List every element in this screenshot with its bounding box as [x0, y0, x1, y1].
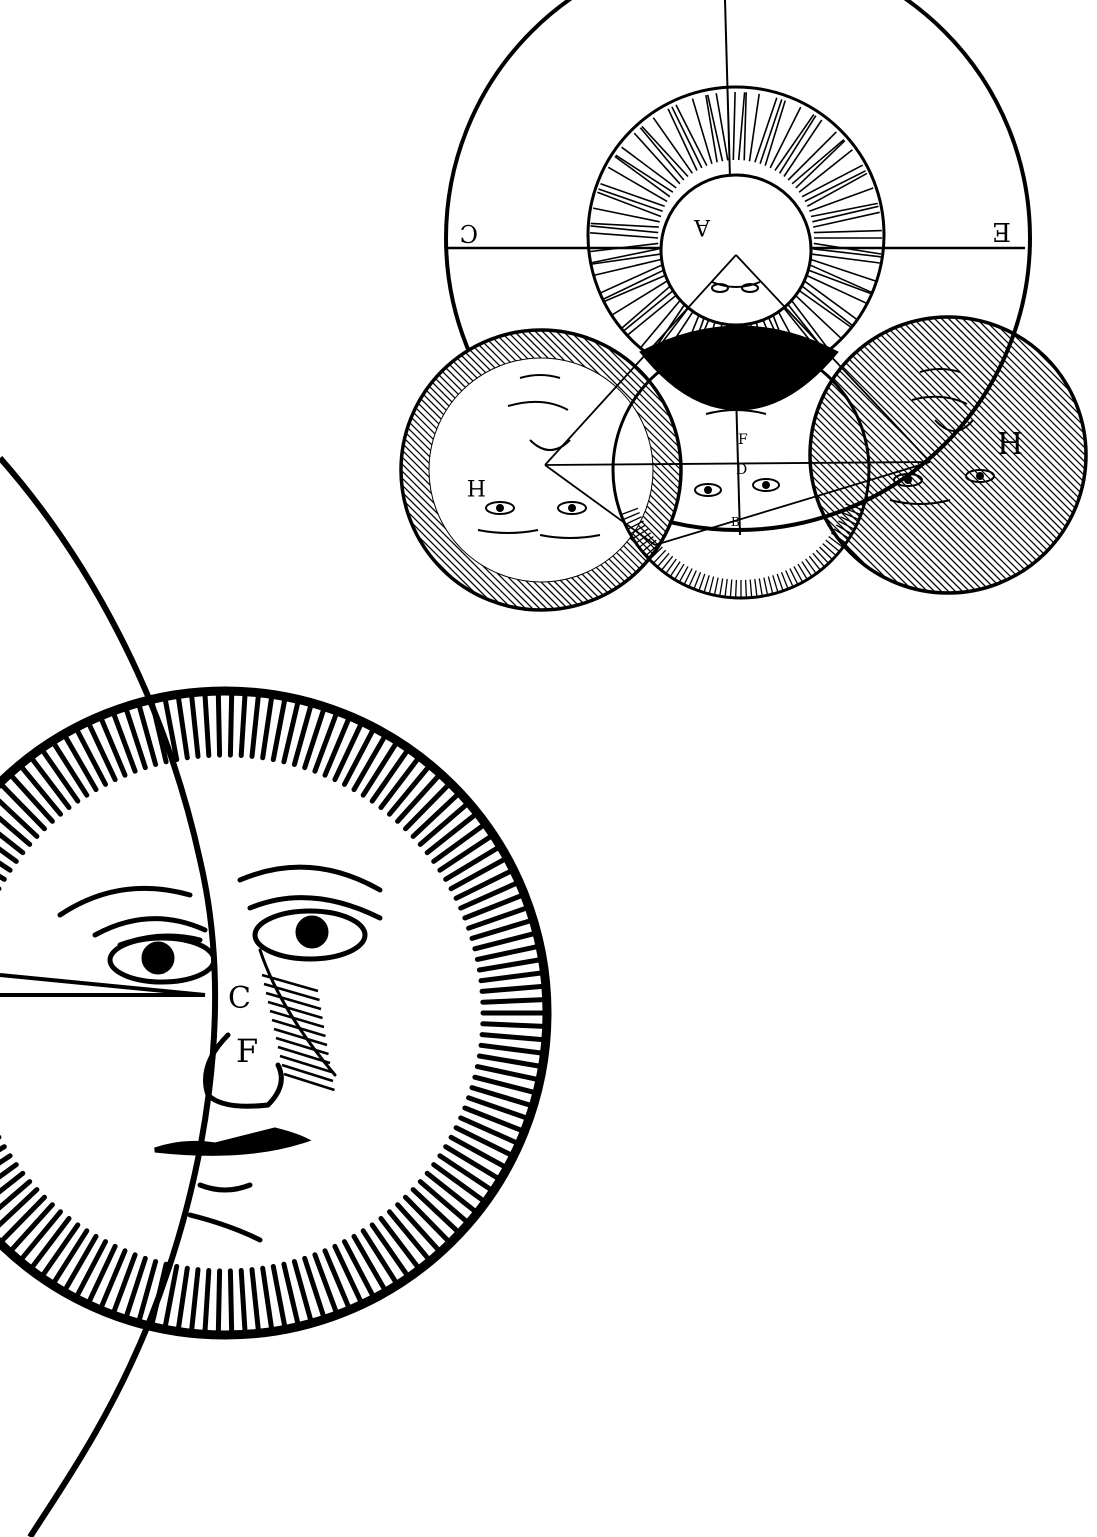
label-f-nose: F — [236, 1032, 258, 1070]
moon-center-hatch — [816, 550, 828, 563]
moon-center-hatch — [670, 562, 680, 577]
label-b-center: B — [731, 515, 740, 529]
moon-center-hatch — [802, 562, 812, 577]
sun-ray — [755, 98, 777, 163]
moon-center-hatch — [657, 553, 669, 567]
sun-ray — [616, 155, 673, 192]
label-e-right: E — [992, 216, 1011, 246]
sun-ray — [640, 128, 683, 180]
moon-center-hatch — [820, 547, 833, 560]
label-c-left: C — [460, 219, 478, 247]
moon-center-hatch — [730, 580, 732, 598]
moon-left — [121, 330, 954, 610]
moon-left-hatch — [156, 330, 436, 610]
moon-center-hatch — [720, 579, 723, 597]
sun-ray — [799, 284, 853, 326]
moon-center-hatch — [764, 578, 768, 596]
moon-left-hatch — [149, 330, 429, 610]
moon-center-hatch — [750, 580, 752, 598]
moon-center-hatch — [813, 553, 825, 567]
eclipse-shadow — [640, 326, 838, 410]
moon-center-hatch — [759, 579, 762, 597]
moon-center-hatch — [725, 579, 727, 597]
sun-ray — [593, 208, 660, 222]
moon-left-hatch — [128, 330, 408, 610]
sun-ray — [590, 233, 658, 238]
moon-center-hatch — [662, 556, 673, 570]
sun-ray — [597, 192, 661, 216]
sun-inner-disc — [661, 175, 811, 325]
moon-center-hatch — [773, 575, 778, 592]
sun-ray — [805, 171, 866, 202]
moon-center-hatch — [746, 580, 747, 598]
moon-center-hatch — [699, 574, 705, 591]
moon-right-hatch — [821, 317, 1097, 593]
moon-right-hatch — [1052, 317, 1097, 593]
moon-center-hatch — [768, 577, 772, 595]
label-h-left: H — [467, 474, 486, 499]
sun-ray — [733, 92, 735, 160]
moon-right-hatch — [1080, 317, 1097, 593]
sun-ray — [750, 94, 760, 161]
moon-center-hatch — [777, 574, 783, 591]
sun-ray — [765, 101, 785, 166]
label-f-center: F — [738, 432, 748, 448]
large-moon-face: C F — [0, 458, 555, 1537]
sun-ray — [780, 116, 816, 174]
moon-center-hatch — [755, 579, 757, 597]
moon-left-hatch — [121, 330, 401, 610]
moon-center-hatch — [826, 540, 840, 552]
sun-ray — [716, 93, 728, 160]
label-c-nose: C — [228, 981, 251, 1016]
moon-center-hatch — [809, 556, 820, 570]
label-d-center: D — [736, 462, 747, 478]
sun-ray — [760, 99, 782, 163]
sun-ray — [624, 288, 677, 331]
moon-left-hatch — [135, 330, 415, 610]
moon-right-hatch — [856, 317, 1097, 593]
sun-ray — [603, 270, 664, 299]
moon-center-hatch — [709, 577, 713, 595]
sun-ray — [814, 231, 882, 233]
moon-center-hatch — [714, 578, 718, 596]
moon-left-hatch — [142, 330, 422, 610]
moon-center-hatch — [704, 575, 709, 592]
moon-center-hatch — [736, 580, 737, 598]
eclipse-diagram: C E A H H D F B — [121, 0, 1097, 610]
label-h-right: H — [997, 427, 1023, 462]
label-a-sun: A — [693, 214, 711, 239]
sun-ray — [612, 279, 670, 315]
moon-center-hatch — [666, 559, 677, 574]
moon-right-hatch — [954, 317, 1097, 593]
moon-center-hatch — [823, 544, 836, 556]
moon-right-hatch — [793, 317, 1069, 593]
moon-center-hatch — [806, 559, 817, 574]
